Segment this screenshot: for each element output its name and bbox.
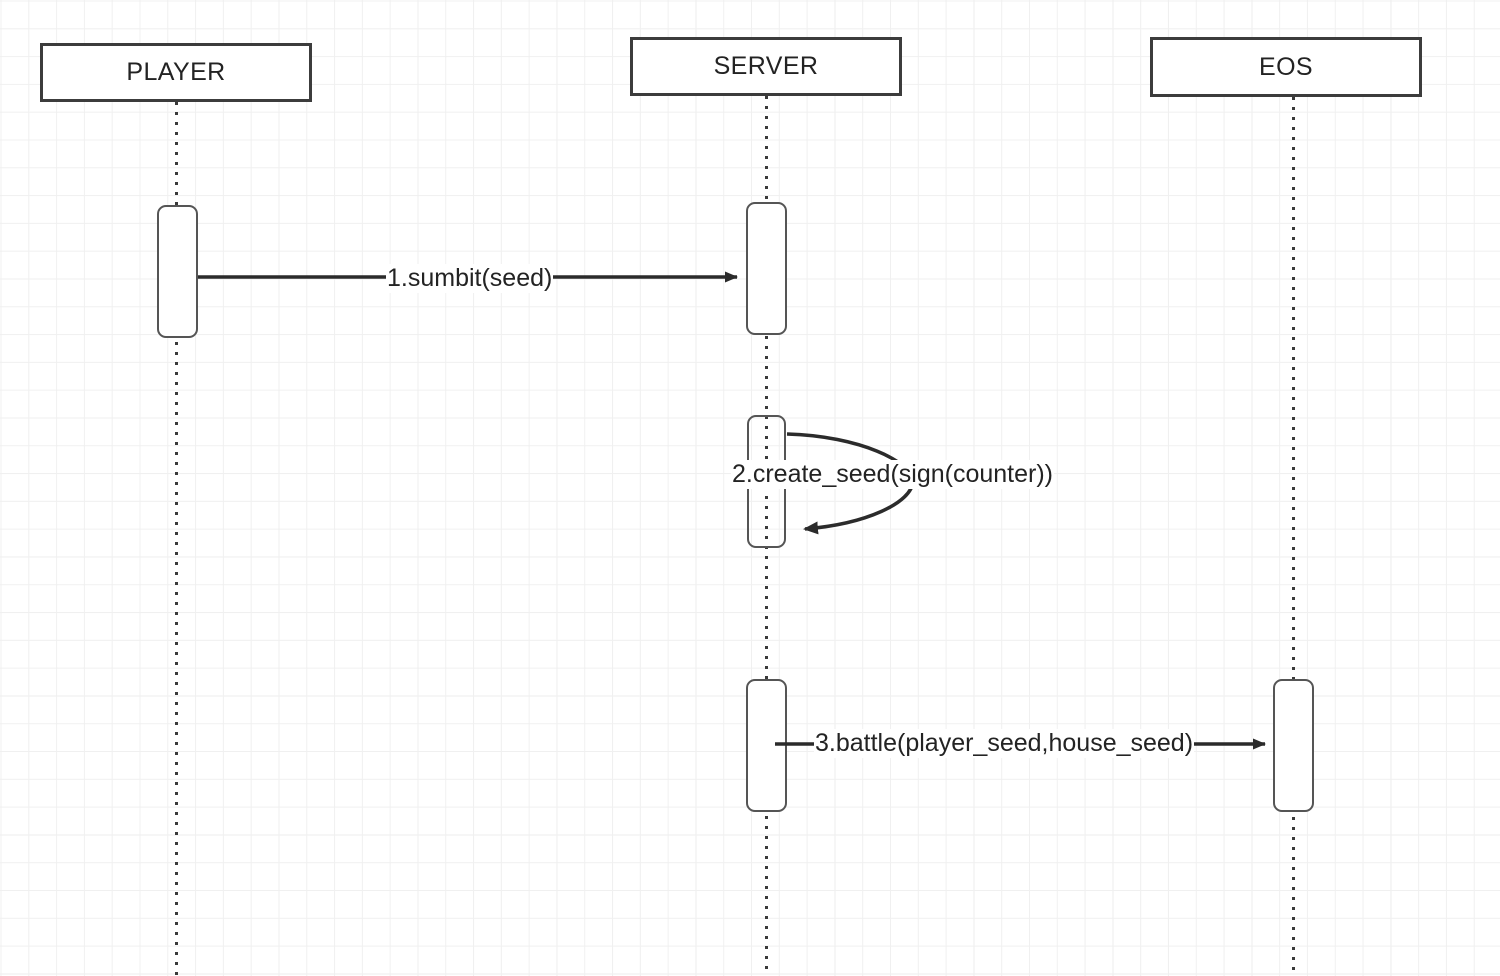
activation-bar-player-1[interactable]	[157, 205, 198, 338]
participant-label-eos: EOS	[1259, 52, 1313, 81]
lifeline-eos	[1292, 97, 1295, 976]
activation-bar-eos-1[interactable]	[1273, 679, 1314, 812]
message-label-3: 3.battle(player_seed,house_seed)	[814, 729, 1195, 758]
participant-label-player: PLAYER	[126, 58, 226, 86]
participant-box-player[interactable]: PLAYER	[40, 43, 312, 102]
lifeline-server	[765, 96, 768, 976]
message-label-2: 2.create_seed(sign(counter))	[731, 460, 1054, 489]
participant-label-server: SERVER	[713, 52, 819, 80]
participant-box-server[interactable]: SERVER	[630, 37, 902, 96]
message-label-1: 1.sumbit(seed)	[386, 264, 554, 293]
activation-bar-server-3[interactable]	[746, 679, 787, 812]
participant-box-eos[interactable]: EOS	[1150, 37, 1422, 97]
lifeline-player	[175, 102, 178, 976]
activation-bar-server-1[interactable]	[746, 202, 787, 335]
